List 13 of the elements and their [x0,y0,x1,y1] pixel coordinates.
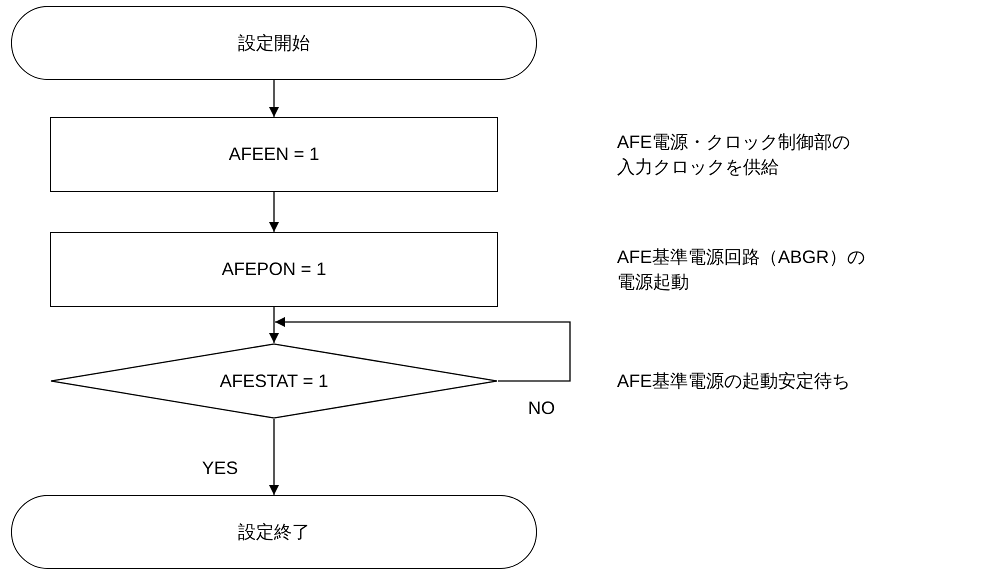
note-text: AFE基準電源の起動安定待ち [617,370,852,393]
arrow [269,80,279,117]
terminal-shape: 設定終了 [11,495,537,569]
note-text: AFE基準電源回路（ABGR）の電源起動 [617,246,866,294]
decision-diamond: AFESTAT = 1 [50,343,498,419]
note-text: AFE電源・クロック制御部の入力クロックを供給 [617,131,852,179]
arrow [269,192,279,232]
loop-arrow [275,317,571,382]
process-box: AFEPON = 1 [50,232,498,307]
arrow [269,307,279,343]
arrow [269,419,279,495]
process-box: AFEEN = 1 [50,117,498,192]
terminal-shape: 設定開始 [11,6,537,80]
